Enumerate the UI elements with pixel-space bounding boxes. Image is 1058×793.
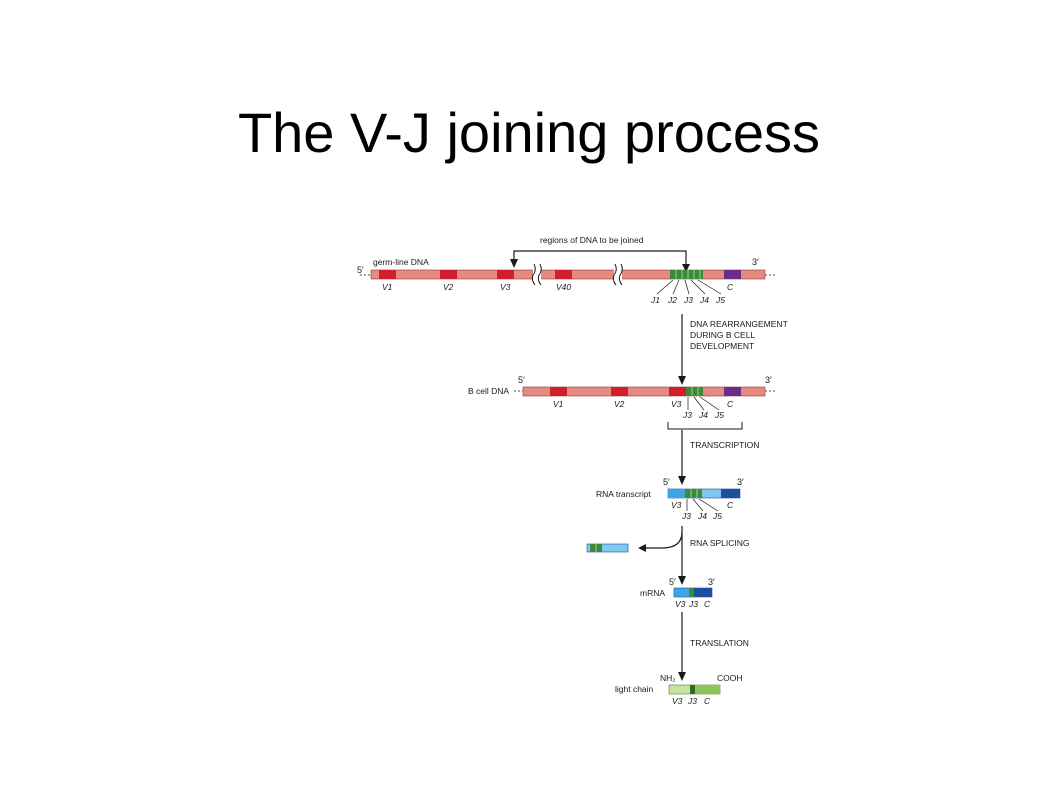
transcription-bracket xyxy=(667,422,743,430)
germline-v1-block xyxy=(379,270,396,279)
cooh-label: COOH xyxy=(717,673,743,683)
light-chain-label: light chain xyxy=(615,684,654,694)
rna-3prime: 3′ xyxy=(737,477,744,487)
step-rearrangement-line2: DURING B CELL xyxy=(690,330,755,340)
step-splicing: RNA SPLICING xyxy=(690,538,750,548)
bcell-j4-label: J4 xyxy=(698,410,708,420)
germline-label: germ-line DNA xyxy=(373,257,429,267)
bcell-j-cluster xyxy=(686,387,703,396)
germline-c-block xyxy=(724,270,741,279)
germline-5prime: 5′ xyxy=(357,265,364,275)
mrna: mRNA 5′ 3′ V3 J3 C xyxy=(640,577,715,609)
step-rearrangement-line3: DEVELOPMENT xyxy=(690,341,754,351)
rna-v3-block xyxy=(668,489,685,498)
rearrangement-arrow: DNA REARRANGEMENT DURING B CELL DEVELOPM… xyxy=(678,314,788,385)
mrna-c-label: C xyxy=(704,599,711,609)
bcell-strand xyxy=(522,386,766,397)
germline-v2-label: V2 xyxy=(443,282,454,292)
germline-break-2 xyxy=(614,265,622,284)
bcell-c-block xyxy=(724,387,741,396)
rna-v3-label: V3 xyxy=(671,500,682,510)
bcell-j5-label: J5 xyxy=(714,410,724,420)
light-chain-j3-label: J3 xyxy=(687,696,697,706)
bcell-v1-block xyxy=(550,387,567,396)
bracket-arrow-right xyxy=(682,264,690,272)
germline-j4-label: J4 xyxy=(699,295,709,305)
step-rearrangement-line1: DNA REARRANGEMENT xyxy=(690,319,788,329)
bcell-label: B cell DNA xyxy=(468,386,509,396)
step-transcription: TRANSCRIPTION xyxy=(690,440,759,450)
slide-title: The V-J joining process xyxy=(237,101,821,164)
bcell-c-label: C xyxy=(727,399,734,409)
splicing-arrow: RNA SPLICING xyxy=(638,526,750,585)
bcell-v3-label: V3 xyxy=(671,399,682,409)
mrna-label: mRNA xyxy=(640,588,665,598)
bcell-v3-block xyxy=(669,387,686,396)
bcell-5prime: 5′ xyxy=(518,375,525,385)
step-translation: TRANSLATION xyxy=(690,638,749,648)
nh2-label: NH₂ xyxy=(660,673,676,683)
rna-j-cluster xyxy=(685,489,702,498)
transcription-arrow: TRANSCRIPTION xyxy=(678,430,759,485)
rna-j4-label: J4 xyxy=(697,511,707,521)
rna-transcript: RNA transcript 5′ 3′ V3 C J3 J4 J5 xyxy=(596,477,744,521)
germline-v3-label: V3 xyxy=(500,282,511,292)
bcell-v2-label: V2 xyxy=(614,399,625,409)
mrna-c-block xyxy=(694,588,712,597)
germline-c-label: C xyxy=(727,282,734,292)
rna-c-label: C xyxy=(727,500,734,510)
translation-arrow: TRANSLATION xyxy=(678,612,749,681)
mrna-v3-label: V3 xyxy=(675,599,686,609)
join-bracket: regions of DNA to be joined xyxy=(510,235,690,272)
germline-3prime: 3′ xyxy=(752,257,759,267)
germline-j5-label: J5 xyxy=(715,295,725,305)
germline-v3-block xyxy=(497,270,514,279)
germline-v40-block xyxy=(555,270,572,279)
light-chain-c-label: C xyxy=(704,696,711,706)
light-chain-c-block xyxy=(695,685,720,694)
mrna-3prime: 3′ xyxy=(708,577,715,587)
germline-v1-label: V1 xyxy=(382,282,393,292)
light-chain-v3-label: V3 xyxy=(672,696,683,706)
excised-rna xyxy=(586,543,629,553)
rna-5prime: 5′ xyxy=(663,477,670,487)
bcell-3prime: 3′ xyxy=(765,375,772,385)
bracket-label: regions of DNA to be joined xyxy=(540,235,644,245)
bracket-arrow-left xyxy=(510,259,518,268)
rna-c-block xyxy=(721,489,740,498)
rna-j3-label: J3 xyxy=(681,511,691,521)
germline-break-1 xyxy=(533,265,541,284)
mrna-5prime: 5′ xyxy=(669,577,676,587)
rna-label: RNA transcript xyxy=(596,489,651,499)
bcell-dna: B cell DNA 5′ 3′ V1 V2 V3 C J3 J4 J5 xyxy=(468,375,776,430)
germline-j1-label: J1 xyxy=(650,295,660,305)
bcell-j3-label: J3 xyxy=(682,410,692,420)
germline-v40-label: V40 xyxy=(556,282,571,292)
germline-j2-label: J2 xyxy=(667,295,677,305)
light-chain-j3-block xyxy=(690,685,695,694)
germline-v2-block xyxy=(440,270,457,279)
light-chain: light chain NH₂ COOH V3 J3 C xyxy=(615,673,743,706)
mrna-j3-block xyxy=(689,588,694,597)
germline-j-cluster xyxy=(670,270,703,279)
mrna-j3-label: J3 xyxy=(688,599,698,609)
rna-j5-label: J5 xyxy=(712,511,722,521)
germline-j3-label: J3 xyxy=(683,295,693,305)
bcell-v2-block xyxy=(611,387,628,396)
bcell-v1-label: V1 xyxy=(553,399,564,409)
germline-dna: germ-line DNA 5′ 3′ V1 V xyxy=(357,257,776,305)
